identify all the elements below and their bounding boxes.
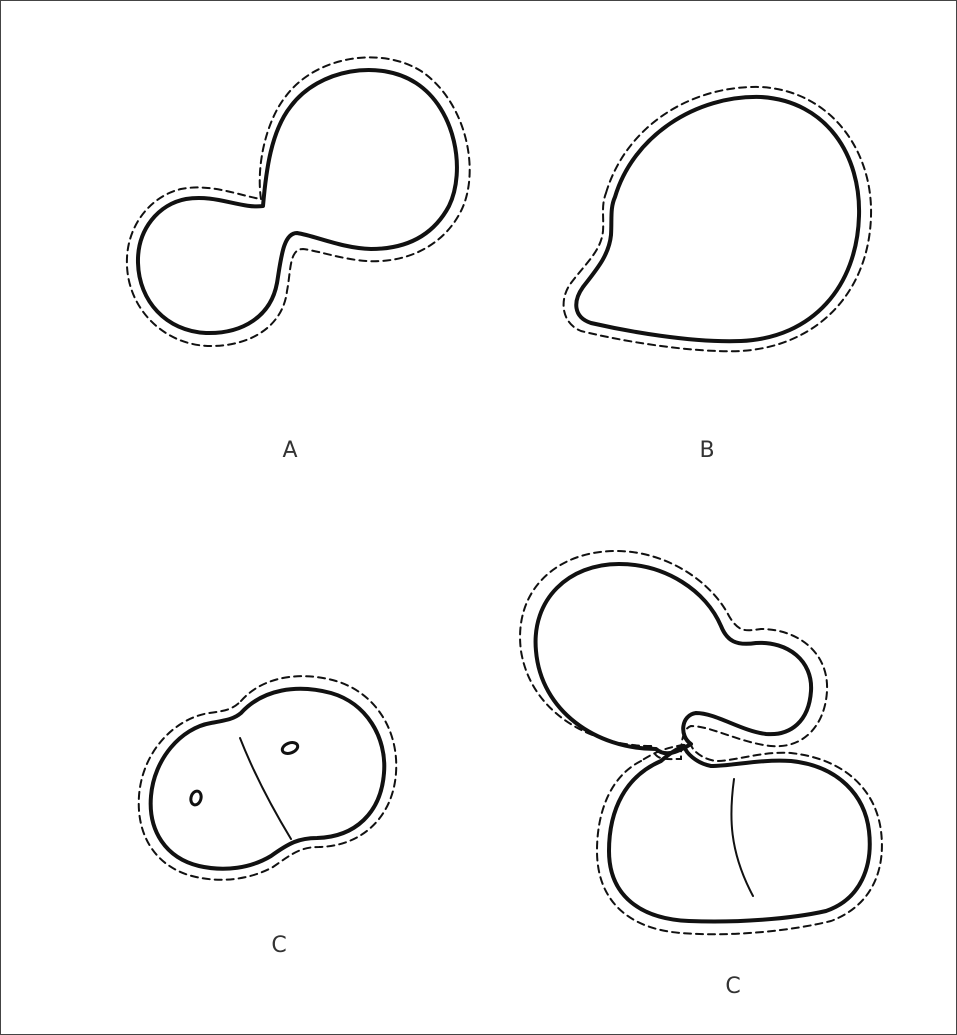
cell-c-left-membrane (151, 689, 385, 869)
cell-c-right-upper-membrane (536, 564, 812, 753)
label-c-left: C (259, 935, 299, 957)
cell-a (127, 57, 470, 346)
cell-c-right-division-furrow (731, 779, 753, 896)
cell-b-membrane (576, 97, 859, 341)
cell-a-membrane (138, 70, 457, 333)
label-a: A (270, 440, 310, 462)
cell-c-right-lower-membrane (609, 746, 870, 922)
cell-c-left-nucleus-left (189, 790, 202, 806)
cell-c-left (139, 676, 397, 880)
cell-c-right (520, 551, 882, 934)
cell-b (564, 87, 871, 351)
label-c-right: C (713, 976, 753, 998)
cell-c-left-nucleus-right (281, 741, 299, 756)
label-b: B (687, 440, 727, 462)
